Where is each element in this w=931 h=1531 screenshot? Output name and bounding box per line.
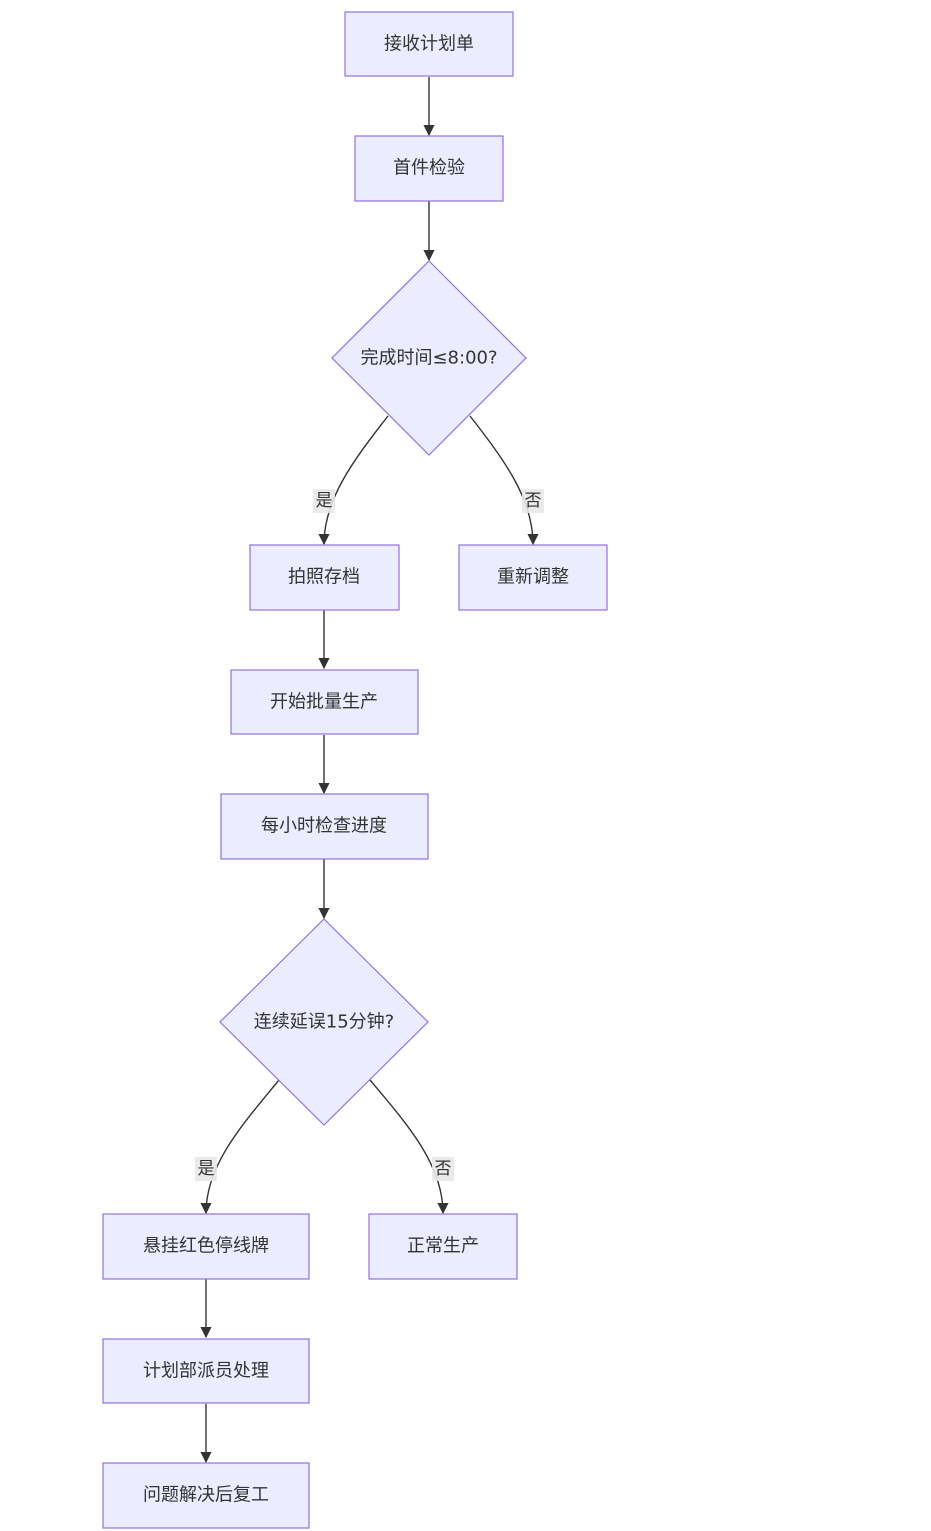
node-receive-plan: 接收计划单 (344, 11, 514, 77)
node-planning-dispatch-label: 计划部派员处理 (143, 1361, 269, 1382)
node-resume-work: 问题解决后复工 (102, 1462, 310, 1529)
node-planning-dispatch: 计划部派员处理 (102, 1338, 310, 1404)
edge-time-check-to-photo (318, 415, 389, 546)
node-hang-red-sign: 悬挂红色停线牌 (102, 1213, 310, 1280)
node-hourly-check-label: 每小时检查进度 (261, 816, 387, 837)
edges (200, 77, 539, 1464)
node-readjust-label: 重新调整 (497, 567, 569, 588)
edge-label-delay-yes: 是 (198, 1159, 215, 1179)
node-readjust: 重新调整 (458, 544, 608, 611)
decision-delay-check-label: 连续延误15分钟? (254, 1012, 394, 1033)
node-hourly-check: 每小时检查进度 (220, 793, 429, 860)
edge-delay-check-to-red-sign (200, 1079, 280, 1215)
edge-time-check-to-readjust (469, 415, 539, 546)
node-first-inspection-label: 首件检验 (393, 158, 465, 179)
decision-time-check-label: 完成时间≤8:00? (360, 348, 497, 369)
node-resume-work-label: 问题解决后复工 (143, 1485, 269, 1506)
node-normal-production: 正常生产 (368, 1213, 518, 1280)
edge-label-delay-no: 否 (435, 1159, 452, 1179)
decision-time-check: 完成时间≤8:00? (331, 260, 527, 456)
node-photo-archive-label: 拍照存档 (288, 567, 360, 588)
edge-delay-check-to-normal (369, 1079, 449, 1215)
edge-labels: 是 否 是 否 (195, 489, 544, 1181)
node-receive-plan-label: 接收计划单 (384, 34, 474, 55)
edge-label-time-no: 否 (525, 491, 542, 511)
node-photo-archive: 拍照存档 (249, 544, 400, 611)
node-normal-production-label: 正常生产 (407, 1236, 479, 1257)
node-start-batch-label: 开始批量生产 (270, 692, 378, 713)
node-hang-red-sign-label: 悬挂红色停线牌 (143, 1236, 269, 1257)
edge-label-time-yes: 是 (316, 491, 333, 511)
node-start-batch: 开始批量生产 (230, 669, 419, 735)
decision-delay-check: 连续延误15分钟? (219, 918, 429, 1126)
node-first-inspection: 首件检验 (354, 135, 504, 202)
